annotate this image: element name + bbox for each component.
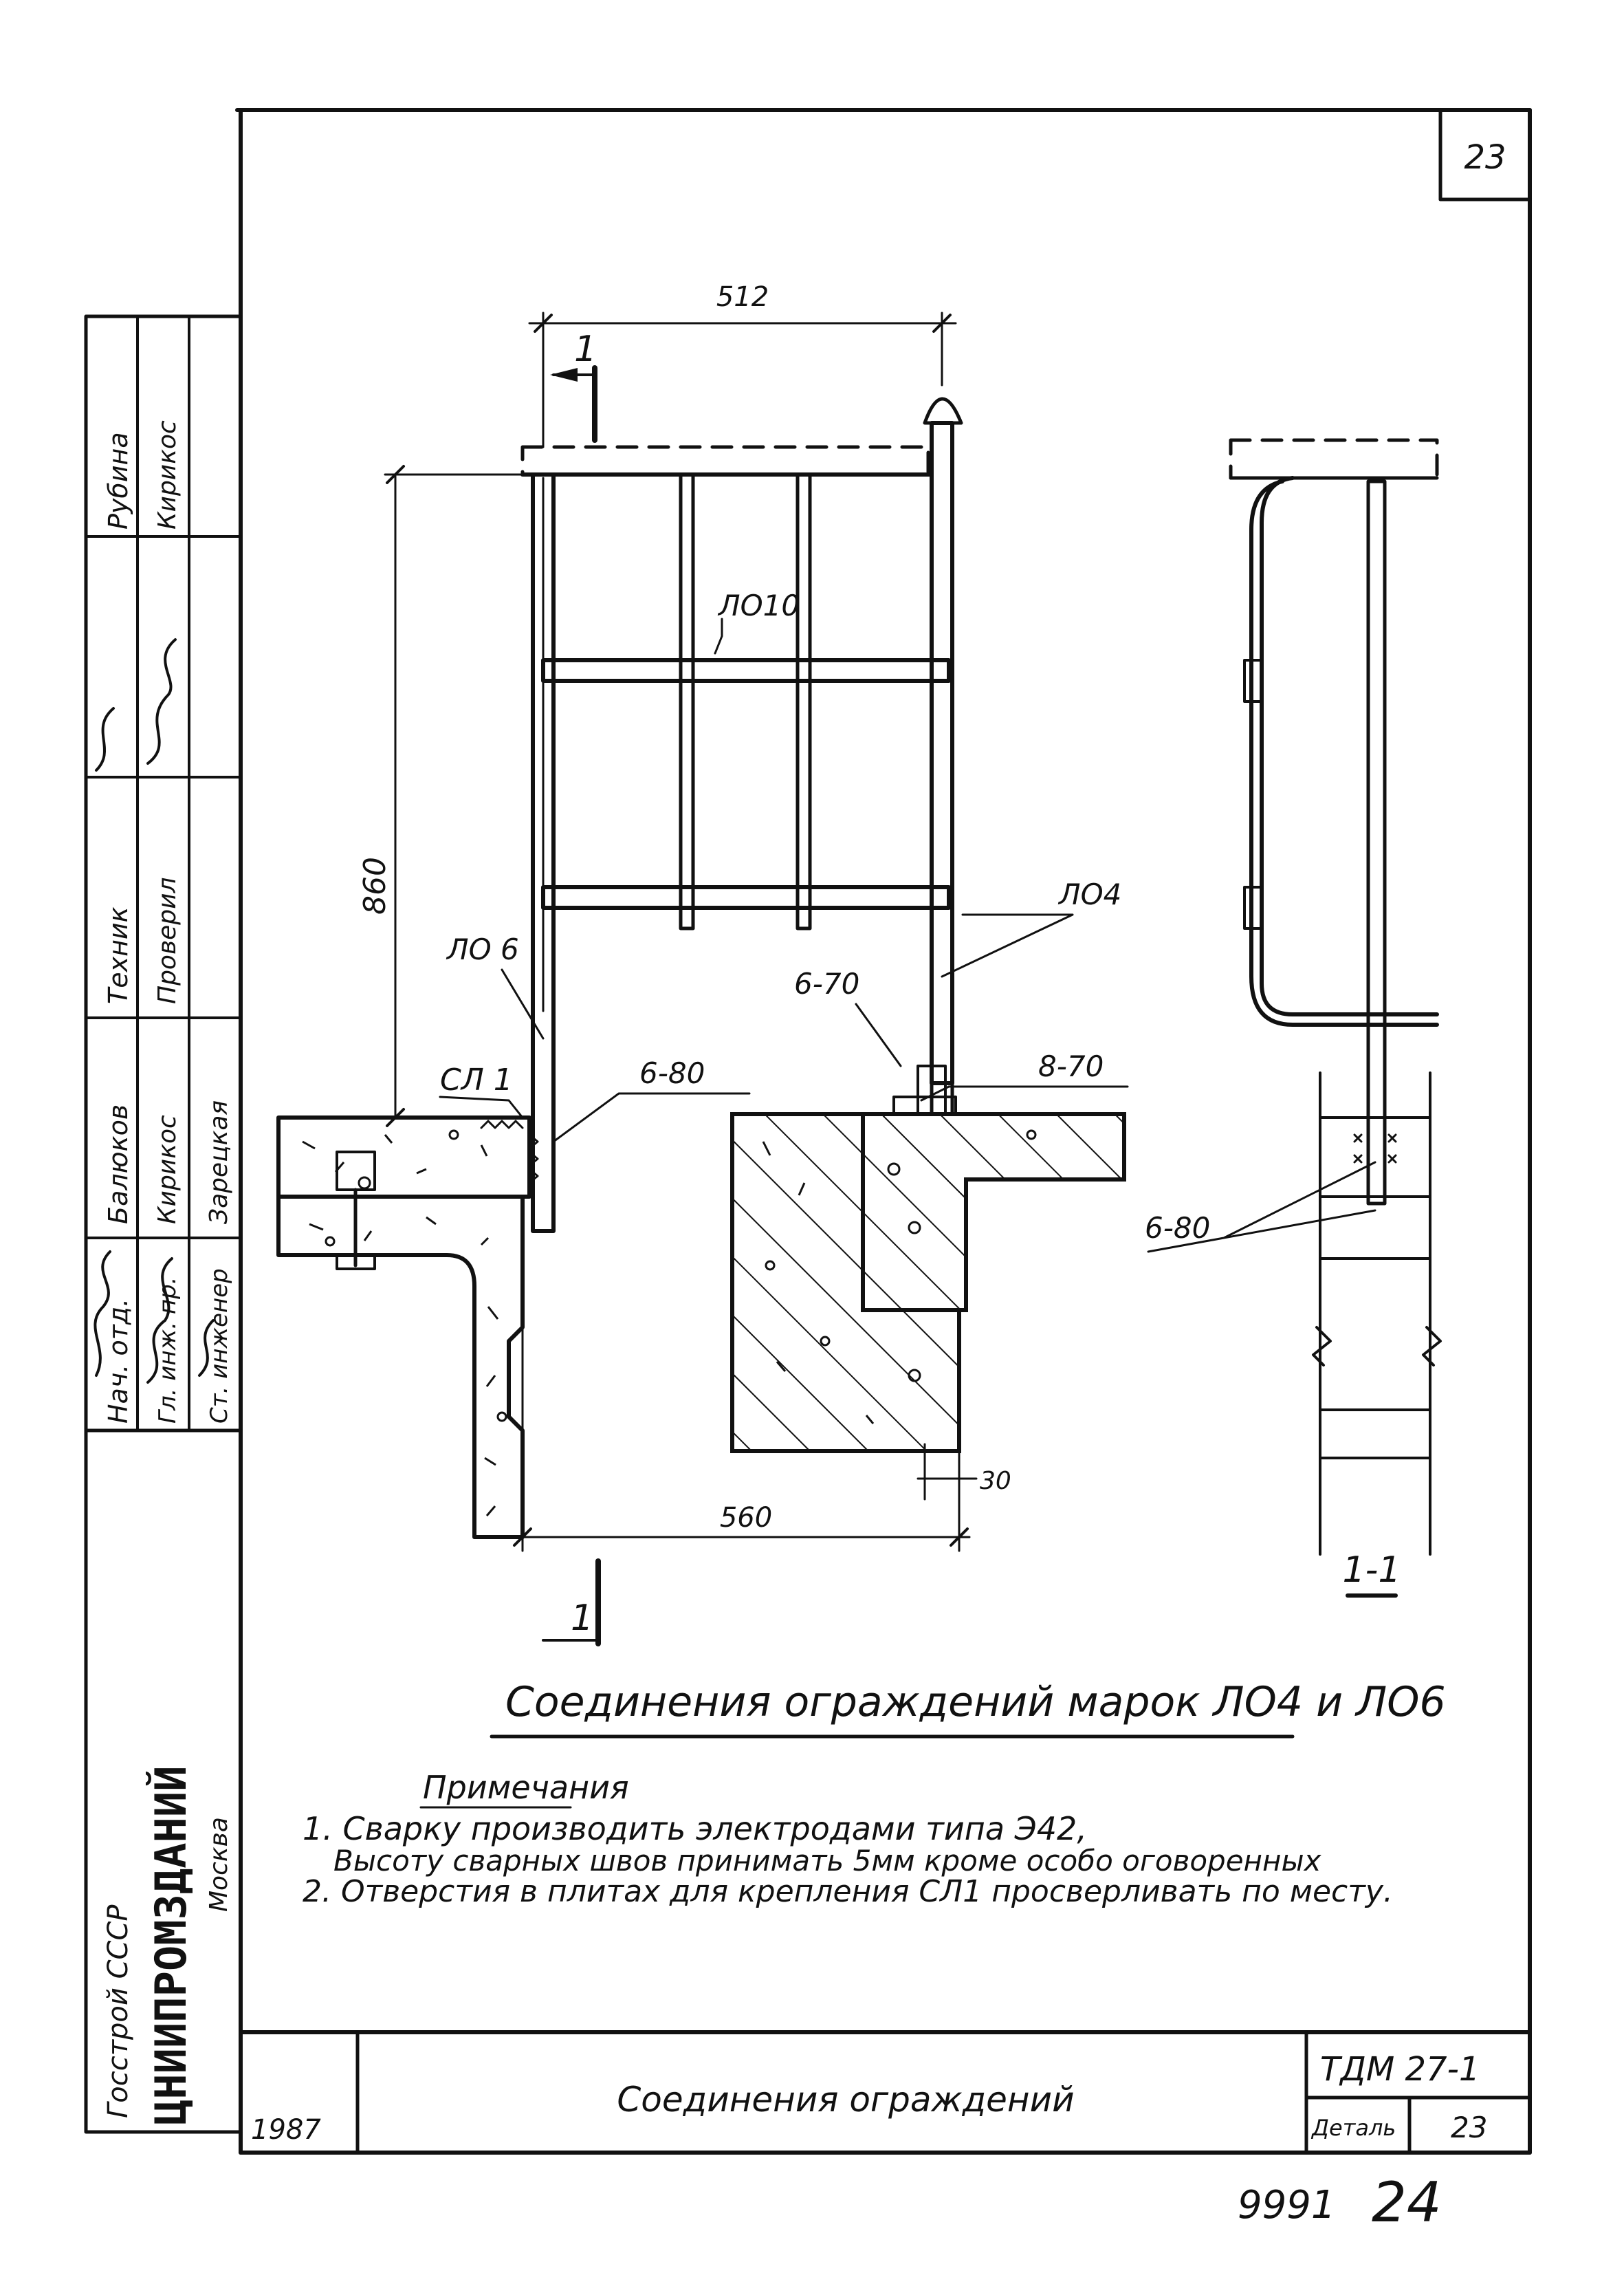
callout-lo4: ЛО4: [1057, 878, 1121, 911]
org-line2: ЦНИИПРОМЗДАНИЙ: [146, 1765, 196, 2125]
section-cut-top: [550, 365, 597, 443]
archive-number: 9991: [1238, 2183, 1336, 2228]
callout-weld-6-80-right: 6-80: [1145, 1211, 1210, 1245]
stamp-name-4: Рубина: [103, 432, 133, 530]
title-block-frame: [239, 2030, 1532, 2155]
left-slab-section: [276, 1115, 539, 1539]
note-item-1: 1. Сварку производить электродами типа Э…: [303, 1810, 1087, 1847]
section-view-label: 1-1: [1343, 1549, 1401, 1591]
title-detail-number: 23: [1451, 2111, 1487, 2144]
dim-offset: 30: [980, 1467, 1011, 1495]
stamp-name-1: Балюков: [103, 1104, 133, 1224]
dim-height: 860: [358, 857, 393, 915]
stamp-name-3: Зарецкая: [205, 1100, 233, 1224]
section-mark-bottom: 1: [571, 1598, 593, 1639]
dim-width-top: 512: [716, 281, 769, 313]
callout-lo10: ЛО10: [717, 589, 800, 622]
callout-lo6: ЛО 6: [446, 933, 519, 966]
stamp-name-5: Кирикос: [153, 420, 182, 530]
stamp-role-5: Проверил: [153, 877, 182, 1004]
dim-width-bottom: 560: [720, 1502, 772, 1534]
callout-sl1: СЛ 1: [440, 1063, 513, 1098]
page-number: 24: [1372, 2170, 1442, 2234]
callout-weld-6-70: 6-70: [794, 967, 859, 1001]
note-item-1-cont: Высоту сварных швов принимать 5мм кроме …: [333, 1844, 1322, 1877]
side-stamp-frame: [84, 314, 243, 2134]
title-detail-label: Деталь: [1310, 2115, 1396, 2141]
title-year: 1987: [251, 2114, 321, 2146]
stamp-role-4: Техник: [103, 906, 133, 1004]
right-slab-section: [730, 1096, 1126, 1453]
title-code: ТДМ 27-1: [1320, 2050, 1480, 2089]
notes-heading: Примечания: [423, 1769, 629, 1806]
stamp-role-1: Нач. отд.: [103, 1298, 133, 1424]
side-view-1-1: [1229, 438, 1442, 1598]
callout-weld-6-80-left: 6-80: [639, 1056, 705, 1090]
leader-lines: [439, 618, 1376, 1253]
section-mark-top: 1: [574, 329, 597, 370]
org-line3: Москва: [205, 1817, 233, 1912]
stamp-role-3: Ст. инженер: [206, 1268, 233, 1424]
signature-marks: [94, 638, 215, 1384]
title-main: Соединения ограждений: [617, 2080, 1074, 2120]
drawing-title: Соединения ограждений марок ЛО4 и ЛО6: [505, 1678, 1446, 1726]
stamp-name-2: Кирикос: [153, 1115, 182, 1224]
railing-elevation: [520, 397, 963, 1233]
org-line1: Госстрой СССР: [102, 1904, 134, 2118]
callout-weld-8-70: 8-70: [1038, 1049, 1104, 1083]
section-cut-bottom: [542, 1558, 601, 1646]
note-item-2: 2. Отверстия в плитах для крепления СЛ1 …: [303, 1874, 1393, 1909]
sheet-number: 23: [1464, 138, 1506, 177]
